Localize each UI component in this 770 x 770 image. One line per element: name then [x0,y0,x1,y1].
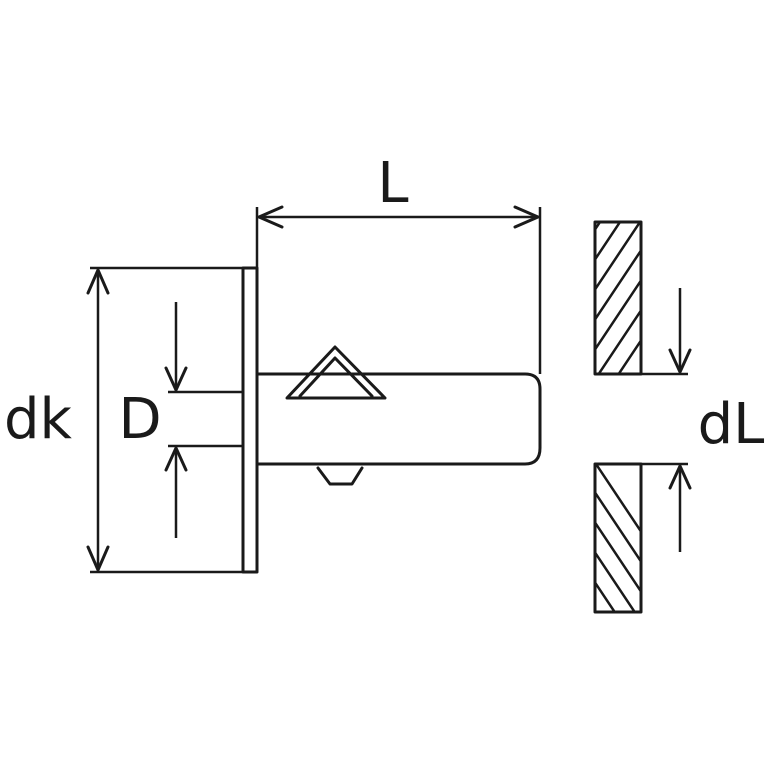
label-length: L [377,151,408,216]
dimension-head-diameter: dk [4,266,243,574]
plate-top [593,220,643,376]
workpiece-plate [593,220,643,614]
blade-top-inner [298,356,374,398]
blade-top [285,345,387,400]
label-hole-diameter: dL [698,392,765,457]
arrow-l-left [257,205,284,229]
dimension-body-diameter: D [118,302,243,538]
blade-bottom [316,466,364,486]
plate-bottom [593,462,643,614]
arrow-dl-top [668,348,692,374]
arrow-dk-top [86,268,110,295]
dimension-length: L [255,151,542,374]
arrow-d-bottom [164,446,188,472]
arrow-dl-bottom [668,464,692,490]
label-body-diameter: D [118,387,161,452]
label-head-diameter: dk [4,387,73,452]
arrow-l-right [513,205,540,229]
head-flange [241,266,259,574]
rivet-body [255,345,542,486]
plate-top-hatch [595,222,641,374]
shank-outline [255,372,542,466]
rivet-head [241,266,259,574]
dimension-hole-diameter: dL [641,288,764,552]
arrow-d-top [164,366,188,392]
plate-bottom-hatch [595,464,641,612]
arrow-dk-bottom [86,545,110,572]
